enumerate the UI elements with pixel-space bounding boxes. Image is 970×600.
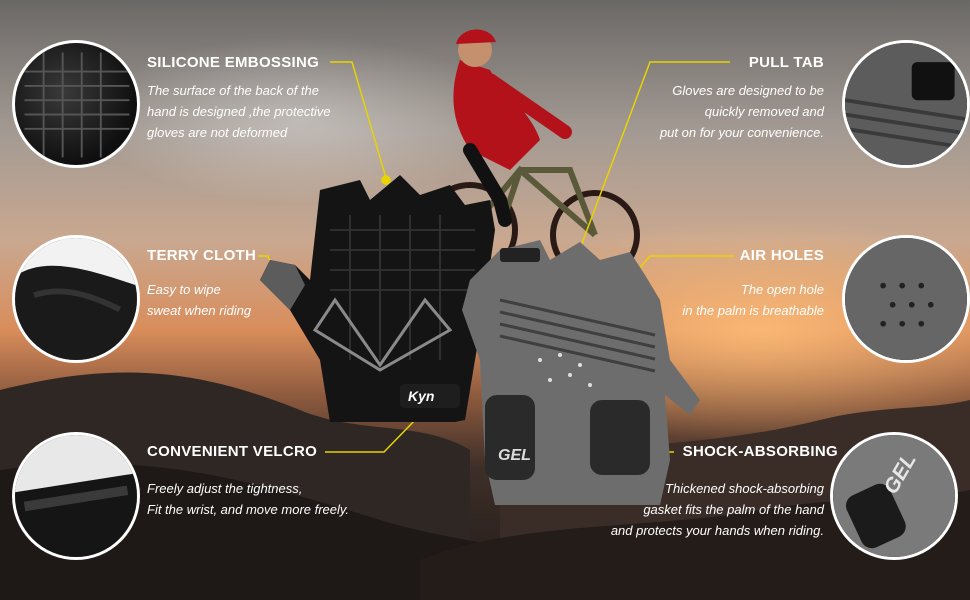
glove-back: Kyn — [260, 175, 495, 422]
shock-line-2: gasket fits the palm of the hand — [643, 502, 824, 517]
air-line-1: The open hole — [740, 282, 824, 297]
pull-line-1: Gloves are designed to be — [672, 83, 824, 98]
terry-cloth-closeup — [12, 235, 140, 363]
shock-line-3: and protects your hands when riding. — [610, 523, 824, 538]
gel-pad-label: GEL — [498, 447, 531, 464]
velcro-heading: CONVENIENT VELCRO — [147, 443, 318, 460]
silicone-heading: SILICONE EMBOSSING — [147, 54, 320, 71]
shock-heading: SHOCK-ABSORBING — [682, 443, 838, 460]
velcro-line-2: Fit the wrist, and move more freely. — [147, 502, 350, 517]
velcro-line-1: Freely adjust the tightness, — [147, 481, 303, 496]
terry-line-1: Easy to wipe — [147, 282, 221, 297]
gloves-image: Kyn GEL — [260, 175, 700, 505]
silicone-description: The surface of the back of the hand is d… — [147, 80, 331, 143]
velcro-closeup — [12, 432, 140, 560]
shock-description: Thickened shock-absorbing gasket fits th… — [611, 478, 824, 541]
silicone-closeup — [12, 40, 140, 168]
pull-line-3: put on for your convenience. — [659, 125, 824, 140]
pull-tab-description: Gloves are designed to be quickly remove… — [660, 80, 824, 143]
air-line-2: in the palm is breathable — [682, 303, 824, 318]
air-holes-description: The open hole in the palm is breathable — [682, 279, 824, 321]
terry-heading: TERRY CLOTH — [147, 247, 257, 264]
terry-line-2: sweat when riding — [147, 303, 252, 318]
air-holes-closeup — [842, 235, 970, 363]
shock-line-1: Thickened shock-absorbing — [665, 481, 824, 496]
pull-tab-closeup — [842, 40, 970, 168]
terry-description: Easy to wipe sweat when riding — [147, 279, 251, 321]
silicone-line-2: hand is designed ,the protective — [147, 104, 331, 119]
shock-pad-closeup: GEL — [830, 432, 958, 560]
air-holes-heading: AIR HOLES — [739, 247, 824, 264]
brand-mark: Kyn — [408, 388, 434, 404]
pull-line-2: quickly removed and — [704, 104, 824, 119]
silicone-line-1: The surface of the back of the — [147, 83, 319, 98]
velcro-description: Freely adjust the tightness, Fit the wri… — [147, 478, 349, 520]
pull-tab-heading: PULL TAB — [748, 54, 824, 71]
silicone-line-3: gloves are not deformed — [147, 125, 288, 140]
glove-palm: GEL — [462, 240, 700, 505]
